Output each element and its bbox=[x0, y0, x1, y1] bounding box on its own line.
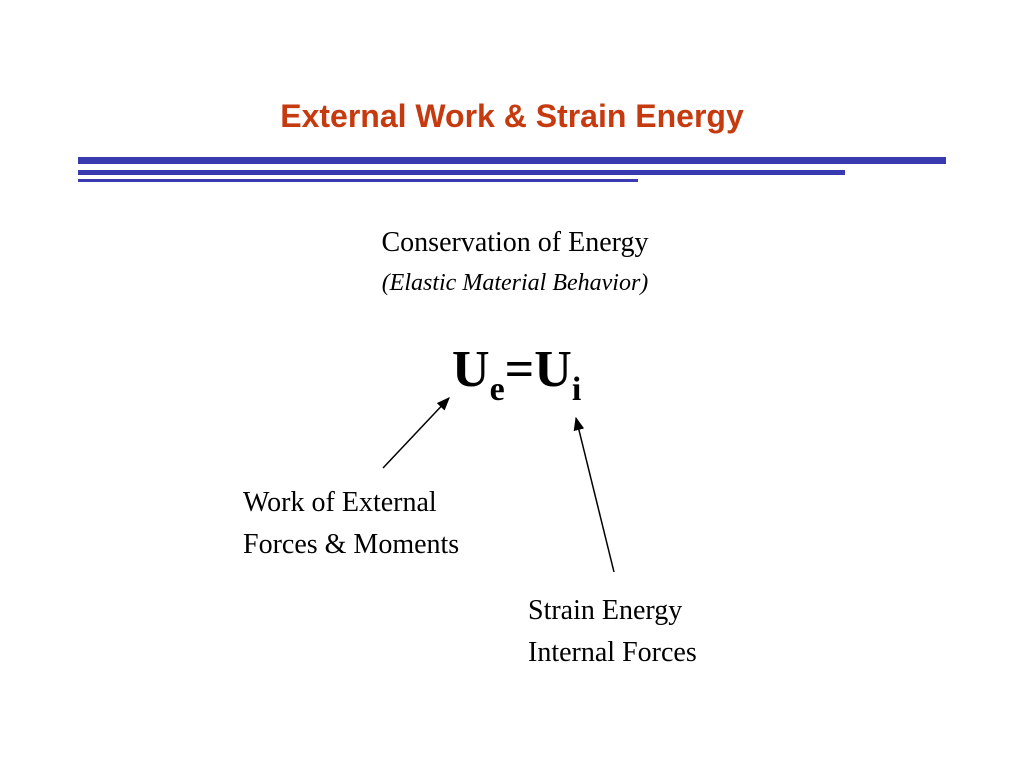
energy-equation: Ue=Ui bbox=[452, 340, 582, 408]
equation-left-subscript: e bbox=[489, 371, 505, 408]
heading: Conservation of Energy bbox=[381, 227, 649, 258]
title-rule-top bbox=[78, 157, 946, 164]
label-external-line-2: Forces & Moments bbox=[243, 529, 460, 560]
equation-right-symbol: U bbox=[534, 341, 572, 398]
label-external-work: Work of External Forces & Moments bbox=[243, 482, 459, 566]
equation-right-subscript: i bbox=[571, 371, 582, 408]
title-rule-bottom bbox=[78, 179, 638, 182]
arrow-external-work bbox=[382, 397, 450, 469]
label-internal-line-1: Strain Energy bbox=[528, 595, 683, 626]
arrow-strain-energy bbox=[573, 416, 615, 573]
title-rule-middle bbox=[78, 170, 845, 175]
label-external-line-1: Work of External bbox=[243, 487, 437, 518]
equation-left-symbol: U bbox=[452, 341, 490, 398]
equation-operator: = bbox=[504, 341, 535, 398]
label-strain-energy: Strain Energy Internal Forces bbox=[528, 590, 697, 674]
slide-title: External Work & Strain Energy bbox=[280, 98, 744, 134]
label-internal-line-2: Internal Forces bbox=[528, 637, 697, 668]
subheading: (Elastic Material Behavior) bbox=[381, 270, 649, 296]
